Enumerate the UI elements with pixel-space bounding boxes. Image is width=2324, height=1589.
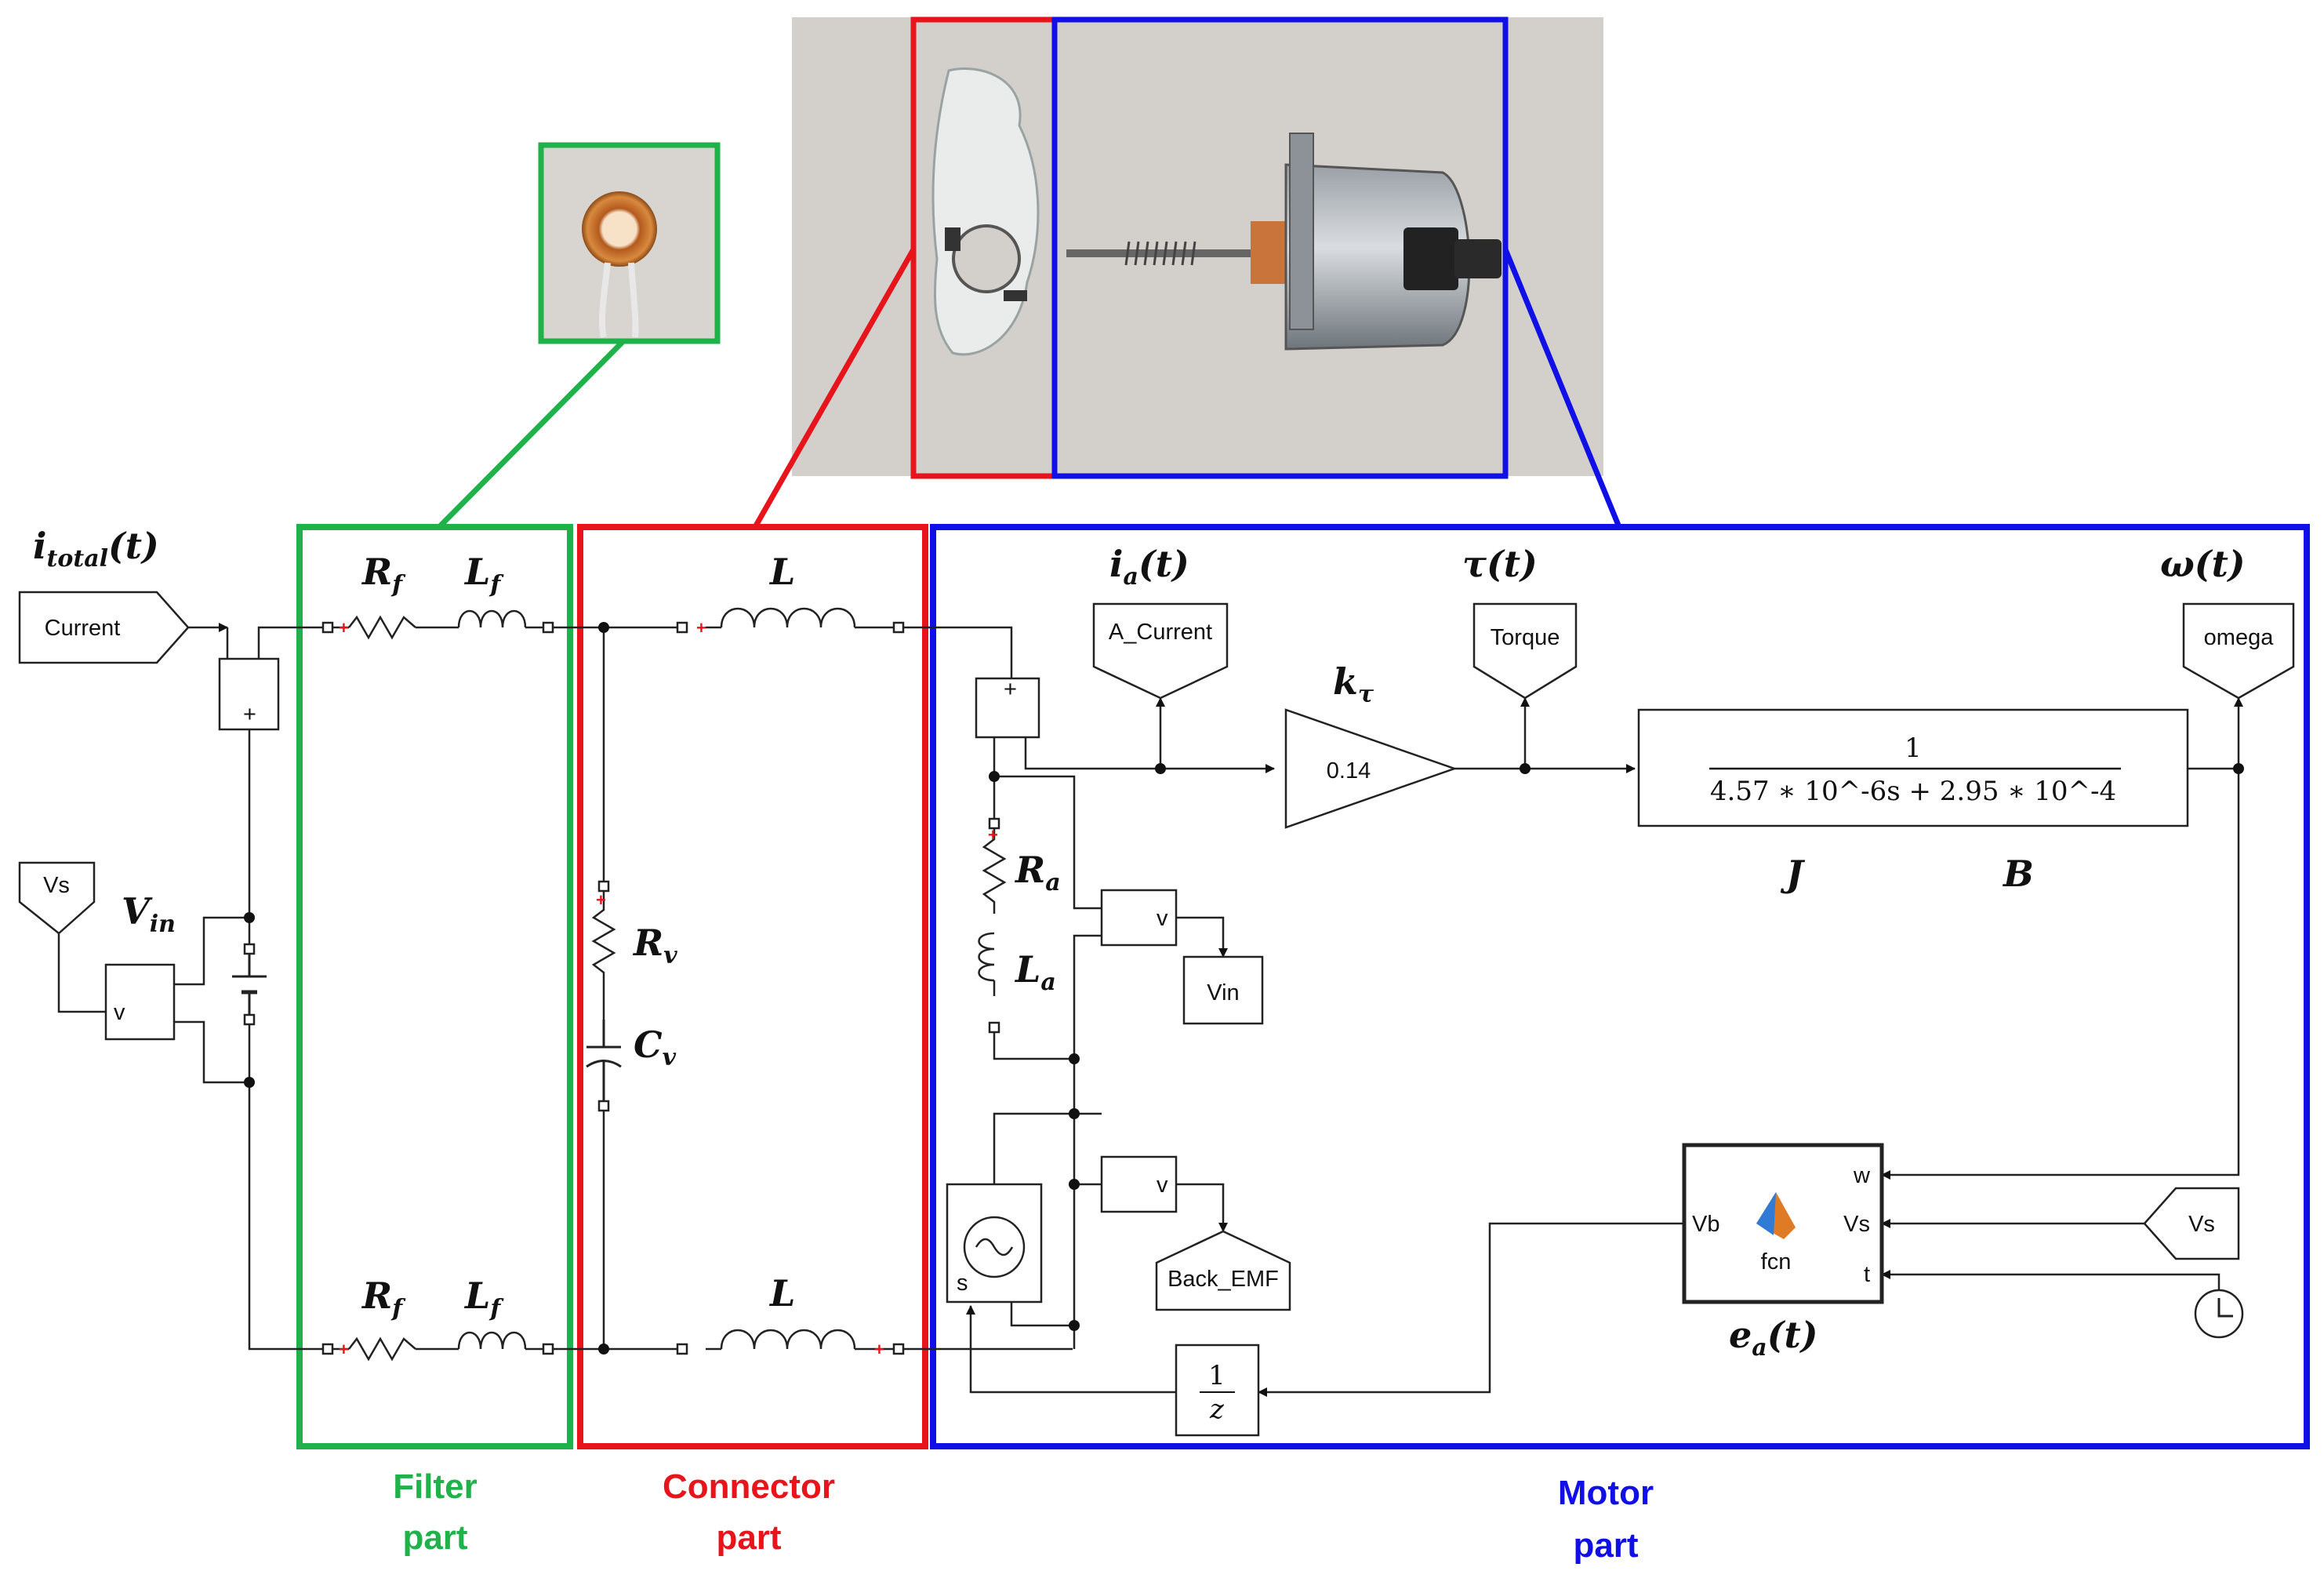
toroid-inductor-icon xyxy=(582,191,657,267)
e-a-label: ea(t) xyxy=(1729,1314,1818,1362)
rv-label: Rv xyxy=(632,922,677,969)
back-emf-goto-block[interactable] xyxy=(1155,1230,1291,1311)
controlled-voltage-source-block[interactable] xyxy=(946,1183,1043,1304)
ac-source-icon xyxy=(963,1216,1026,1278)
filter-photo-frame xyxy=(538,142,721,344)
torque-goto-block[interactable] xyxy=(1472,602,1578,700)
svg-text:v: v xyxy=(1157,906,1168,931)
a-current-goto-block[interactable] xyxy=(1092,602,1229,700)
ra-label: Ra xyxy=(1014,849,1061,896)
rf-top-label: Rf xyxy=(361,551,406,598)
gain-value: 0.14 xyxy=(1327,758,1371,784)
k-tau-label: kτ xyxy=(1333,660,1374,708)
svg-text:t: t xyxy=(1864,1262,1870,1287)
back-emf-voltage-sensor-block[interactable] xyxy=(1100,1155,1178,1213)
svg-text:fcn: fcn xyxy=(1761,1249,1792,1274)
vin-goto-block[interactable] xyxy=(1182,955,1264,1025)
connector-caption-line2: part xyxy=(716,1518,781,1557)
motor-photo xyxy=(792,17,1603,476)
armature-current-sensor-block[interactable] xyxy=(975,677,1040,739)
svg-text:Vs: Vs xyxy=(1843,1212,1870,1237)
rf-top-resistor-icon xyxy=(348,615,416,640)
battery-icon xyxy=(232,949,267,1020)
vin-voltage-sensor-block[interactable] xyxy=(104,963,176,1041)
lf-top-label: Lf xyxy=(463,551,504,598)
filter-caption-line1: Filter xyxy=(393,1467,478,1506)
j-label: J xyxy=(1780,853,1806,895)
unit-delay-block[interactable] xyxy=(1175,1344,1260,1437)
omega-goto-label: omega xyxy=(2204,625,2275,650)
motor-caption-line1: Motor xyxy=(1558,1474,1654,1512)
svg-text:Vb: Vb xyxy=(1692,1212,1719,1237)
rv-resistor-icon xyxy=(591,886,616,1020)
back-emf-goto-label: Back_EMF xyxy=(1167,1267,1279,1292)
svg-text:+: + xyxy=(339,1340,349,1359)
b-label: B xyxy=(2002,853,2034,895)
l-top-label: L xyxy=(768,551,795,593)
filter-caption-line2: part xyxy=(402,1518,467,1557)
svg-text:v: v xyxy=(114,1000,125,1025)
l-top-inductor-icon xyxy=(720,607,856,628)
svg-text:w: w xyxy=(1853,1163,1871,1188)
la-inductor-icon xyxy=(978,932,995,982)
rf-bottom-label: Rf xyxy=(361,1274,406,1322)
junction-dots xyxy=(244,622,2244,1354)
toroid-photo xyxy=(541,145,717,341)
svg-text:+: + xyxy=(339,618,349,638)
svg-text:+: + xyxy=(1004,677,1017,702)
svg-text:+: + xyxy=(696,618,706,638)
i-a-label: ia(t) xyxy=(1109,543,1189,591)
rf-bottom-resistor-icon xyxy=(348,1336,416,1362)
svg-text:1: 1 xyxy=(1208,1360,1226,1391)
tau-label: τ(t) xyxy=(1462,543,1538,585)
svg-text:s: s xyxy=(957,1271,968,1296)
motor-section-frame xyxy=(930,524,2310,1449)
tf-denominator: 4.57 ∗ 10^-6s + 2.95 ∗ 10^-4 xyxy=(1710,776,2116,807)
ra-resistor-icon xyxy=(982,824,1007,914)
v-in-label: Vin xyxy=(122,890,176,938)
circuit-wires xyxy=(57,623,2243,1397)
lf-top-inductor-icon xyxy=(457,609,527,628)
omega-goto-block[interactable] xyxy=(2182,602,2295,700)
svg-text:+: + xyxy=(988,825,998,845)
torque-goto-label: Torque xyxy=(1491,625,1560,650)
i-total-label: itotal(t) xyxy=(33,525,159,573)
vin-goto-label: Vin xyxy=(1207,980,1239,1005)
vs-goto-block[interactable] xyxy=(18,861,96,935)
l-bottom-inductor-icon xyxy=(720,1329,856,1350)
cv-capacitor-icon xyxy=(586,1020,622,1106)
lf-bottom-inductor-icon xyxy=(457,1331,527,1350)
svg-text:+: + xyxy=(874,1340,884,1359)
l-bottom-label: L xyxy=(768,1272,795,1314)
current-goto-block[interactable] xyxy=(18,591,190,664)
vs-goto-label: Vs xyxy=(43,873,70,898)
motor-caption-line2: part xyxy=(1573,1526,1638,1565)
motor-photo-frame xyxy=(1051,16,1509,479)
cv-label: Cv xyxy=(634,1024,677,1071)
armature-voltage-sensor-block[interactable] xyxy=(1100,889,1178,947)
svg-text:v: v xyxy=(1157,1173,1168,1198)
tf-numerator: 1 xyxy=(1905,733,1922,764)
connector-cap-icon xyxy=(931,67,1040,356)
lf-bottom-label: Lf xyxy=(463,1274,504,1322)
current-goto-label: Current xyxy=(45,616,121,641)
la-label: La xyxy=(1014,948,1056,996)
port-connectors xyxy=(243,621,1000,1355)
omega-label: ω(t) xyxy=(2160,543,2246,585)
svg-text:+: + xyxy=(596,890,606,910)
svg-text:z: z xyxy=(1209,1394,1225,1425)
total-current-sensor-block[interactable] xyxy=(218,657,280,731)
connector-caption-line1: Connector xyxy=(663,1467,835,1506)
svg-text:+: + xyxy=(243,702,256,727)
vs-from-block[interactable] xyxy=(2143,1187,2240,1260)
torque-constant-gain-block[interactable] xyxy=(1284,708,1458,829)
connector-section-frame xyxy=(577,524,928,1449)
a-current-goto-label: A_Current xyxy=(1109,620,1212,645)
svg-text:Vs: Vs xyxy=(2188,1212,2215,1237)
filter-section-frame xyxy=(296,524,573,1449)
